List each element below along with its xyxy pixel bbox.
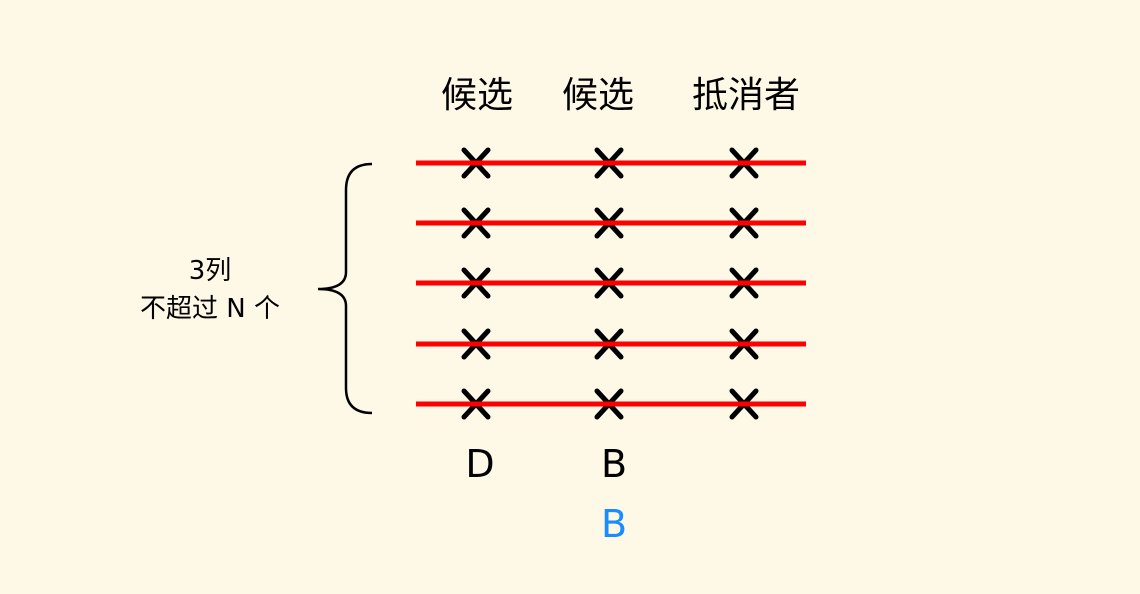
result-col1: D: [465, 442, 495, 486]
left-label: 3列 不超过 N 个: [80, 252, 340, 328]
result-col2: B: [600, 442, 628, 486]
header-canceller: 抵消者: [691, 75, 801, 116]
left-label-line2: 不超过 N 个: [140, 294, 280, 324]
left-label-line1: 3列: [188, 256, 232, 286]
result-col2-final: B: [600, 502, 628, 546]
header-candidate-2: 候选: [561, 75, 635, 116]
brace-icon: [317, 162, 373, 415]
header-candidate-1: 候选: [440, 75, 514, 116]
